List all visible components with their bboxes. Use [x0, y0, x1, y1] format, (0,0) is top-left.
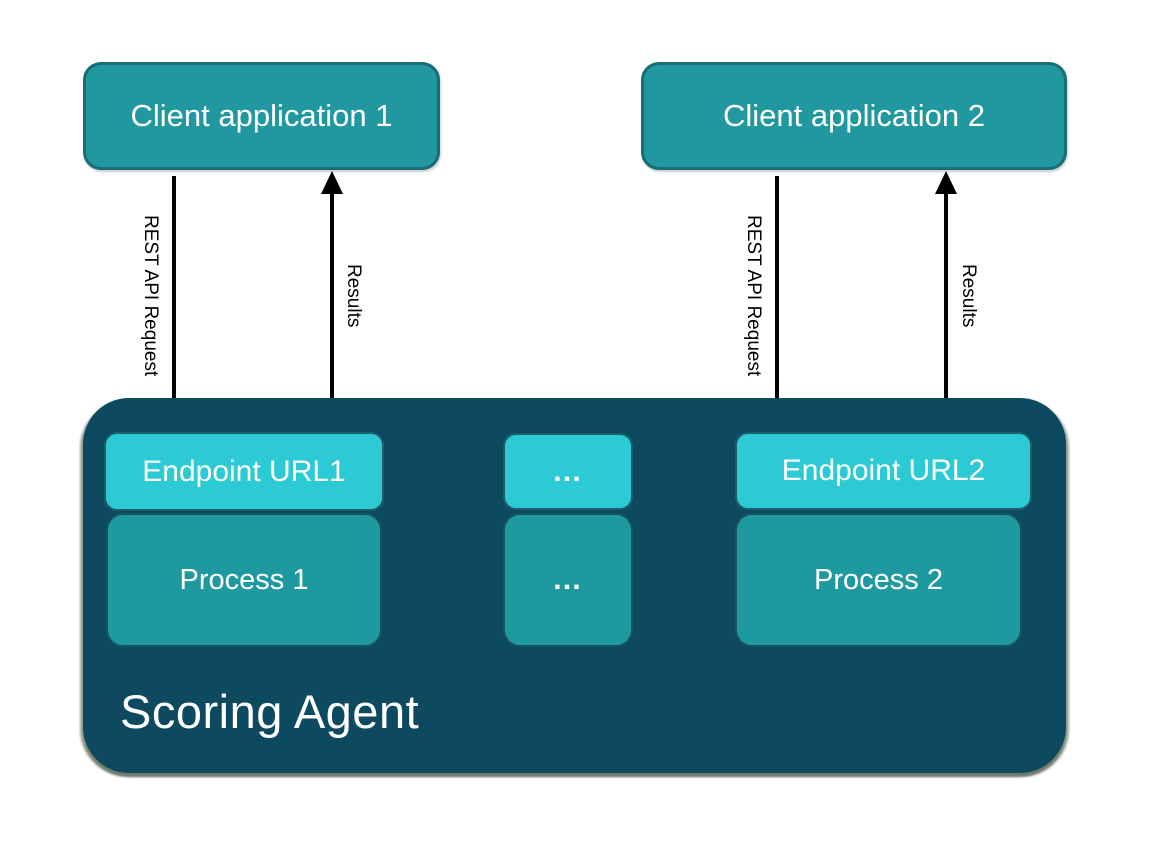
scoring-agent-container: Endpoint URL1 … Endpoint URL2 Process 1 … — [83, 398, 1066, 773]
process-2-box: Process 2 — [735, 513, 1022, 647]
process-1-box: Process 1 — [106, 513, 382, 647]
endpoint-ellipsis-label: … — [552, 454, 584, 488]
results-arrow-line-1 — [330, 193, 334, 430]
process-ellipsis-label: … — [552, 563, 584, 596]
client-application-2-label: Client application 2 — [723, 98, 985, 133]
rest-api-request-label-1: REST API Request — [140, 215, 161, 377]
process-1-label: Process 1 — [179, 563, 309, 596]
scoring-agent-title: Scoring Agent — [120, 685, 420, 738]
endpoint-url2-label: Endpoint URL2 — [781, 454, 986, 487]
rest-api-request-arrow-line-2 — [775, 176, 779, 408]
rest-api-request-label-2: REST API Request — [743, 215, 764, 377]
client-application-1-label: Client application 1 — [130, 98, 393, 133]
endpoint-url1-label: Endpoint URL1 — [142, 454, 346, 488]
endpoint-ellipsis-box: … — [503, 433, 633, 510]
rest-api-request-arrow-line-1 — [172, 176, 176, 408]
endpoint-url2-box: Endpoint URL2 — [735, 432, 1032, 510]
results-label-2: Results — [958, 264, 979, 328]
process-2-label: Process 2 — [814, 563, 943, 596]
process-ellipsis-box: … — [503, 513, 633, 647]
client-application-2-box: Client application 2 — [641, 62, 1067, 170]
up-arrowhead-icon — [935, 171, 957, 194]
endpoint-url1-box: Endpoint URL1 — [104, 432, 384, 511]
client-application-1-box: Client application 1 — [83, 62, 440, 170]
results-arrow-line-2 — [944, 193, 948, 430]
up-arrowhead-icon — [321, 171, 343, 194]
results-label-1: Results — [343, 264, 364, 328]
